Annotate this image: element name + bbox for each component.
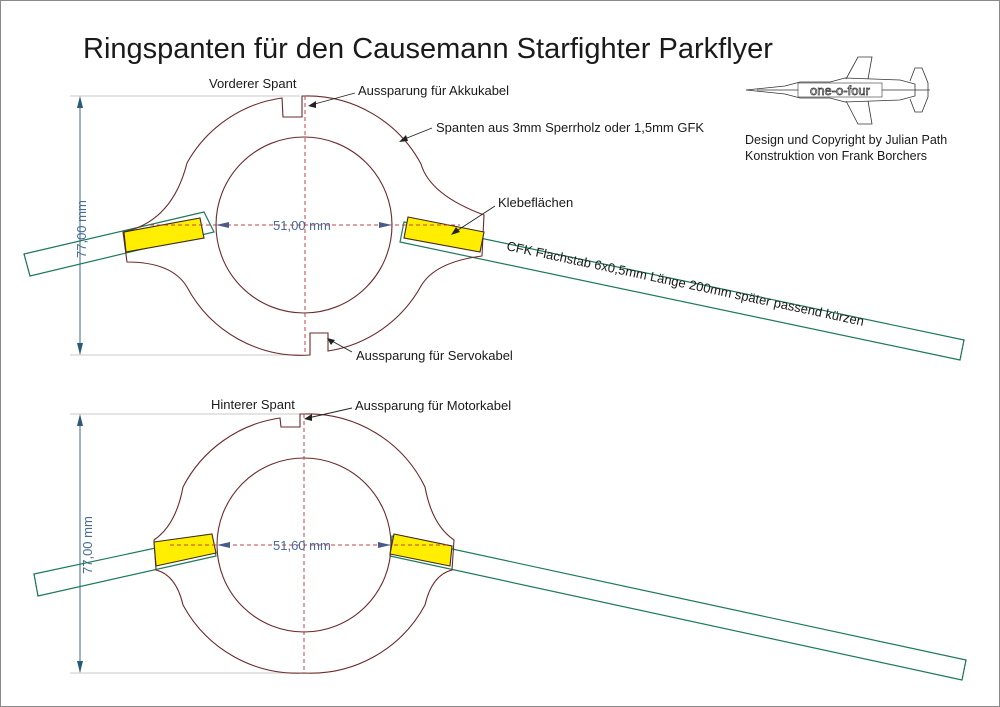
credit-construction: Konstruktion von Frank Borchers <box>745 149 927 163</box>
callout-akkukabel: Aussparung für Akkukabel <box>358 83 509 98</box>
front-height-dimension: 77,00 mm <box>74 200 89 258</box>
rear-frame-label: Hinterer Spant <box>211 397 295 412</box>
callout-material: Spanten aus 3mm Sperrholz oder 1,5mm GFK <box>436 120 704 135</box>
page-title: Ringspanten für den Causemann Starfighte… <box>83 33 773 65</box>
credit-design: Design und Copyright by Julian Path <box>745 133 947 147</box>
callout-motorkabel: Aussparung für Motorkabel <box>355 398 511 413</box>
callout-servokabel: Aussparung für Servokabel <box>356 348 513 363</box>
front-frame-label: Vorderer Spant <box>209 76 297 91</box>
rear-height-dimension: 77,00 mm <box>80 516 95 574</box>
rear-frame-drawing: 77,00 mm 51,60 mm Hinterer Spant Ausspar… <box>33 397 967 681</box>
starfighter-plane-icon: one-o-four <box>745 56 930 125</box>
front-inner-diameter-dimension: 51,00 mm <box>273 218 331 233</box>
callout-glue: Klebeflächen <box>498 195 573 210</box>
logo-text: one-o-four <box>810 83 871 98</box>
front-frame-drawing: 77,00 mm 51,00 mm Vorderer Spant Ausspar… <box>23 76 965 363</box>
callout-rod: CFK Flachstab 6x0,5mm Länge 200mm später… <box>505 238 865 329</box>
rear-inner-diameter-dimension: 51,60 mm <box>273 538 331 553</box>
